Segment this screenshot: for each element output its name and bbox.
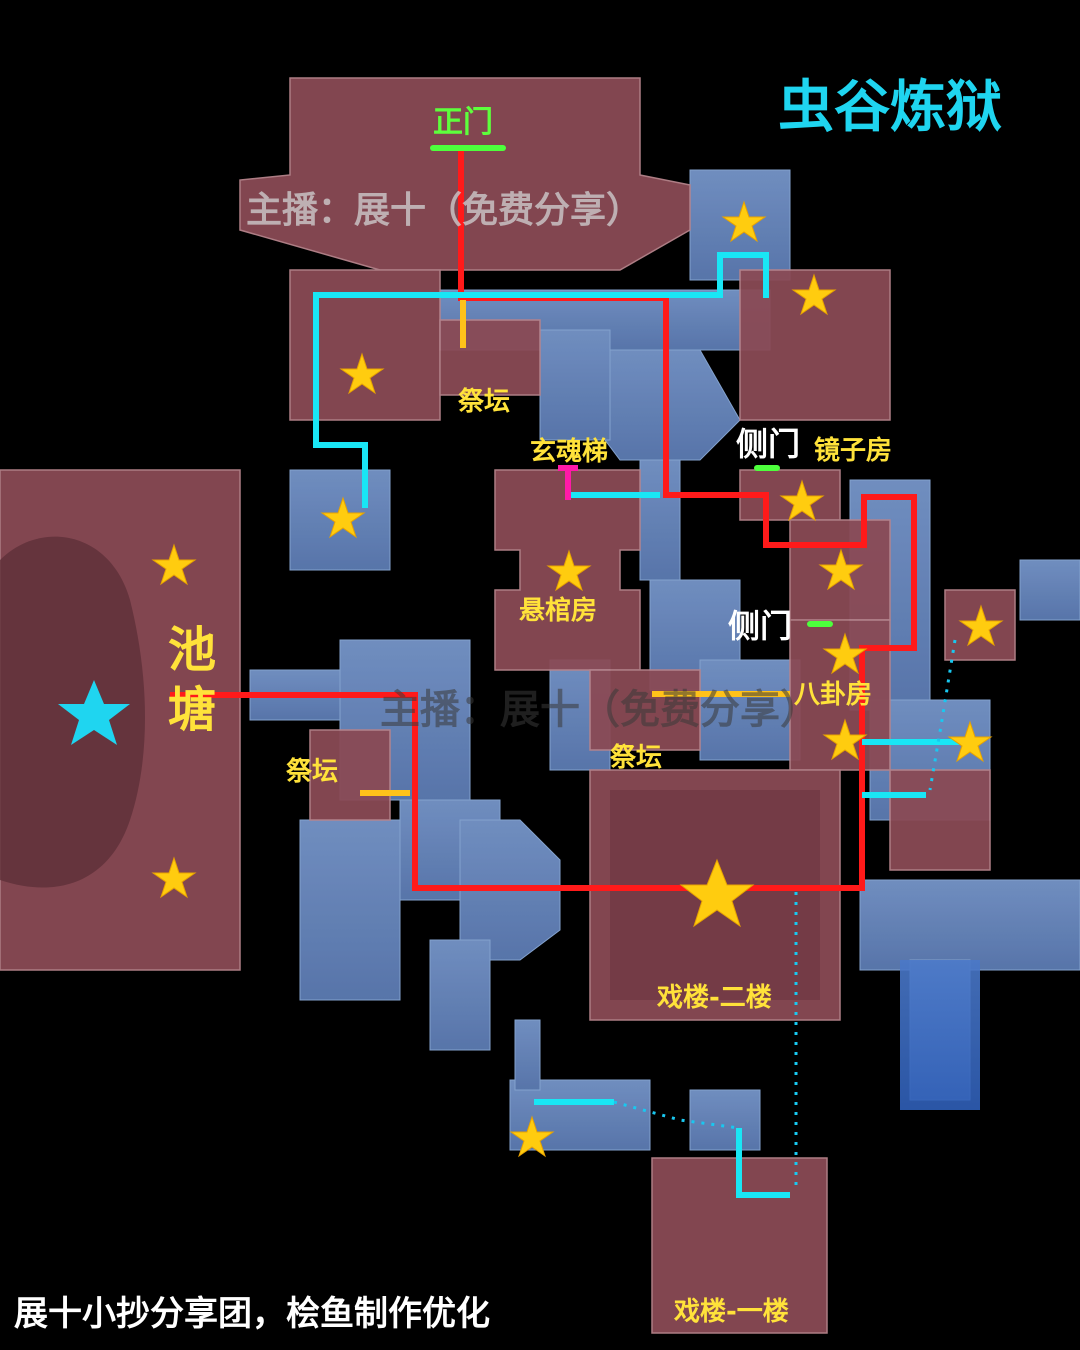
star-icon: [151, 856, 197, 899]
main-gate-label: 正门: [433, 105, 493, 140]
altar-left-label: 祭坛: [286, 757, 339, 787]
side-gate-1-label: 侧门: [736, 425, 801, 463]
main-route: [170, 150, 917, 891]
side-gate-2-label: 侧门: [728, 607, 793, 645]
coffin-room-label: 悬棺房: [519, 596, 598, 626]
theater-2f-label: 戏楼-二楼: [657, 983, 772, 1013]
star-icon: [339, 352, 385, 395]
star-icon: [721, 200, 767, 243]
mirror-room-label: 镜子房: [814, 436, 893, 466]
star-icon: [822, 718, 868, 761]
theater-1f-label: 戏楼-一楼: [674, 1297, 789, 1327]
ladder-marker: [558, 465, 578, 500]
star-icon: [791, 273, 837, 316]
credit-text: 展十小抄分享团，桧鱼制作优化: [14, 1294, 490, 1334]
bagua-room-label: 八卦房: [794, 680, 873, 710]
door-markers: [430, 145, 833, 627]
center-watermark: 主播：展十（免费分享）: [380, 687, 820, 733]
star-icon: [151, 543, 197, 586]
altar-top-label: 祭坛: [458, 387, 511, 417]
deep-corridor-layer: [900, 960, 980, 1110]
star-icons: [151, 200, 1004, 1158]
dotted-route: [613, 639, 957, 1190]
star-icon: [818, 548, 864, 591]
star-icon: [822, 632, 868, 675]
star-icon: [509, 1115, 555, 1158]
map-title: 虫谷炼狱: [778, 75, 1002, 140]
cyan-star-icon: [58, 680, 130, 745]
pool-label: 池塘: [167, 622, 216, 738]
altar-markers: [360, 300, 790, 796]
soul-ladder-label: 玄魂梯: [530, 437, 609, 467]
star-icon: [546, 549, 592, 592]
star-icon: [779, 479, 825, 522]
star-icon: [947, 720, 993, 763]
star-icon: [958, 604, 1004, 647]
star-icon: [320, 496, 366, 539]
altar-center-label: 祭坛: [610, 743, 663, 773]
star-icon: [679, 858, 755, 928]
alt-route: [313, 252, 968, 1198]
streamer-watermark: 主播：展十（免费分享）: [246, 190, 643, 231]
